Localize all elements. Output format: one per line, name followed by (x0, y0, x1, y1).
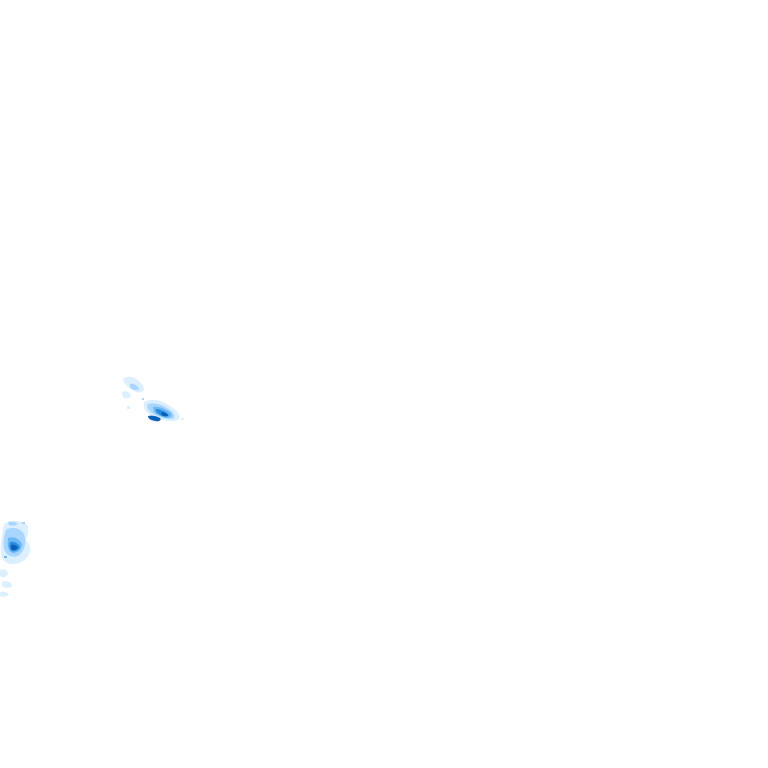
precip-echo-svg-1 (122, 376, 184, 422)
precip-echo-svg-2 (0, 521, 31, 597)
precipitation-echo (0, 516, 34, 600)
precipitation-echo (118, 372, 188, 430)
